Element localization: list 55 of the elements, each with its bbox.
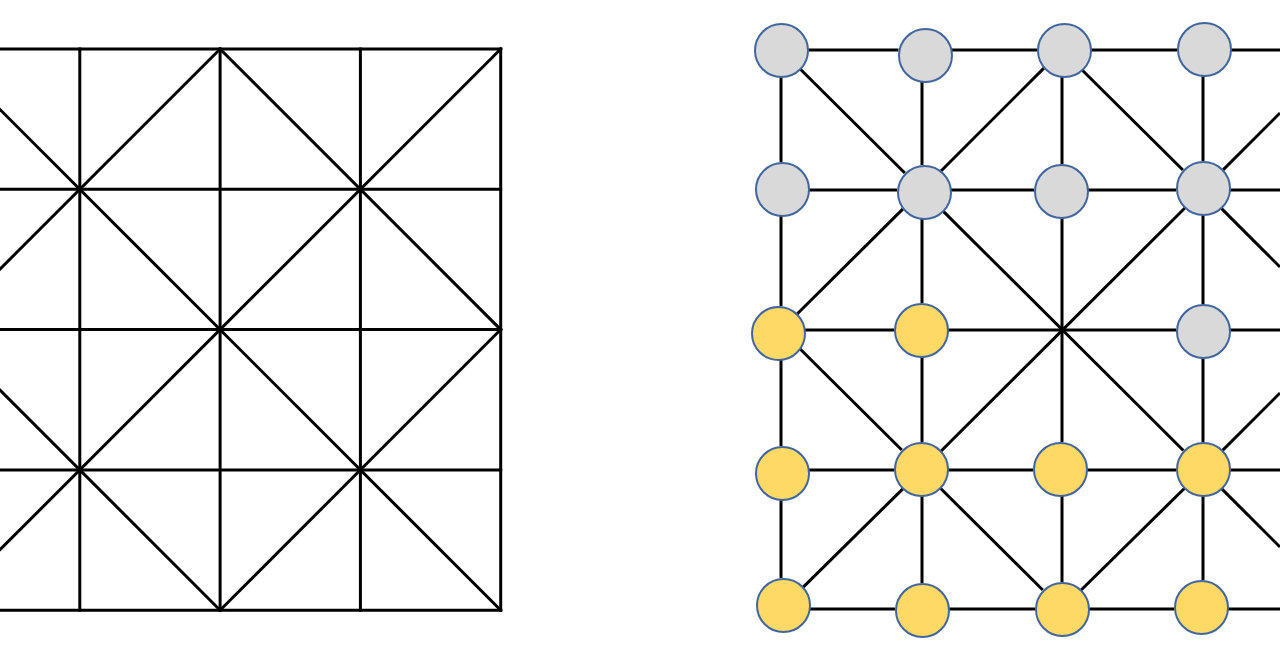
connector-line [808, 48, 899, 52]
game-piece [896, 164, 952, 220]
connector-line [1060, 495, 1064, 582]
connector-line [920, 218, 924, 303]
connector-line [948, 468, 1033, 472]
connector-line [1229, 188, 1280, 192]
game-piece [1175, 441, 1231, 497]
game-piece [755, 577, 811, 633]
connector-line [948, 328, 1176, 332]
connector-line [920, 357, 924, 442]
connector-line [1230, 328, 1280, 332]
connector-line [802, 487, 904, 589]
connector-line [1201, 358, 1205, 442]
connector-line [949, 607, 1035, 611]
connector-line [799, 67, 906, 175]
crossing-lines [940, 206, 1186, 453]
connector-line [804, 328, 894, 332]
game-piece [1175, 160, 1231, 216]
connector-line [1060, 218, 1064, 443]
game-piece [750, 305, 806, 361]
connector-line [779, 500, 783, 579]
connector-line [950, 188, 1034, 192]
game-piece [1034, 581, 1090, 637]
connector-line [1080, 487, 1186, 592]
connector-line [1230, 468, 1280, 472]
connector-line [920, 496, 924, 583]
connector-line [1088, 188, 1177, 192]
connector-line [1227, 607, 1280, 611]
connector-line [1087, 468, 1176, 472]
connector-line [1201, 496, 1205, 581]
connector-line [808, 468, 894, 472]
connector-line [1089, 607, 1175, 611]
game-piece [1036, 22, 1092, 78]
connector-line [920, 81, 924, 166]
connector-line [1221, 391, 1280, 452]
connector-line [798, 347, 903, 452]
connector-line [939, 67, 1045, 173]
connector-line [779, 77, 783, 162]
connector-line [1220, 487, 1280, 549]
connector-line [1091, 48, 1177, 52]
connector-line [1220, 207, 1280, 269]
connector-line [1231, 48, 1280, 52]
connector-line [1201, 76, 1205, 161]
connector-line [779, 359, 783, 446]
connector-line [951, 48, 1037, 52]
connector-line [939, 486, 1044, 592]
connector-line [809, 607, 895, 611]
connector-line [1081, 68, 1184, 172]
connector-line [779, 216, 783, 307]
connector-line [796, 207, 905, 316]
connector-line [809, 188, 898, 192]
connector-line [1222, 111, 1280, 171]
connector-line [1060, 76, 1064, 164]
game-piece [893, 441, 949, 497]
connector-line [1201, 215, 1205, 304]
